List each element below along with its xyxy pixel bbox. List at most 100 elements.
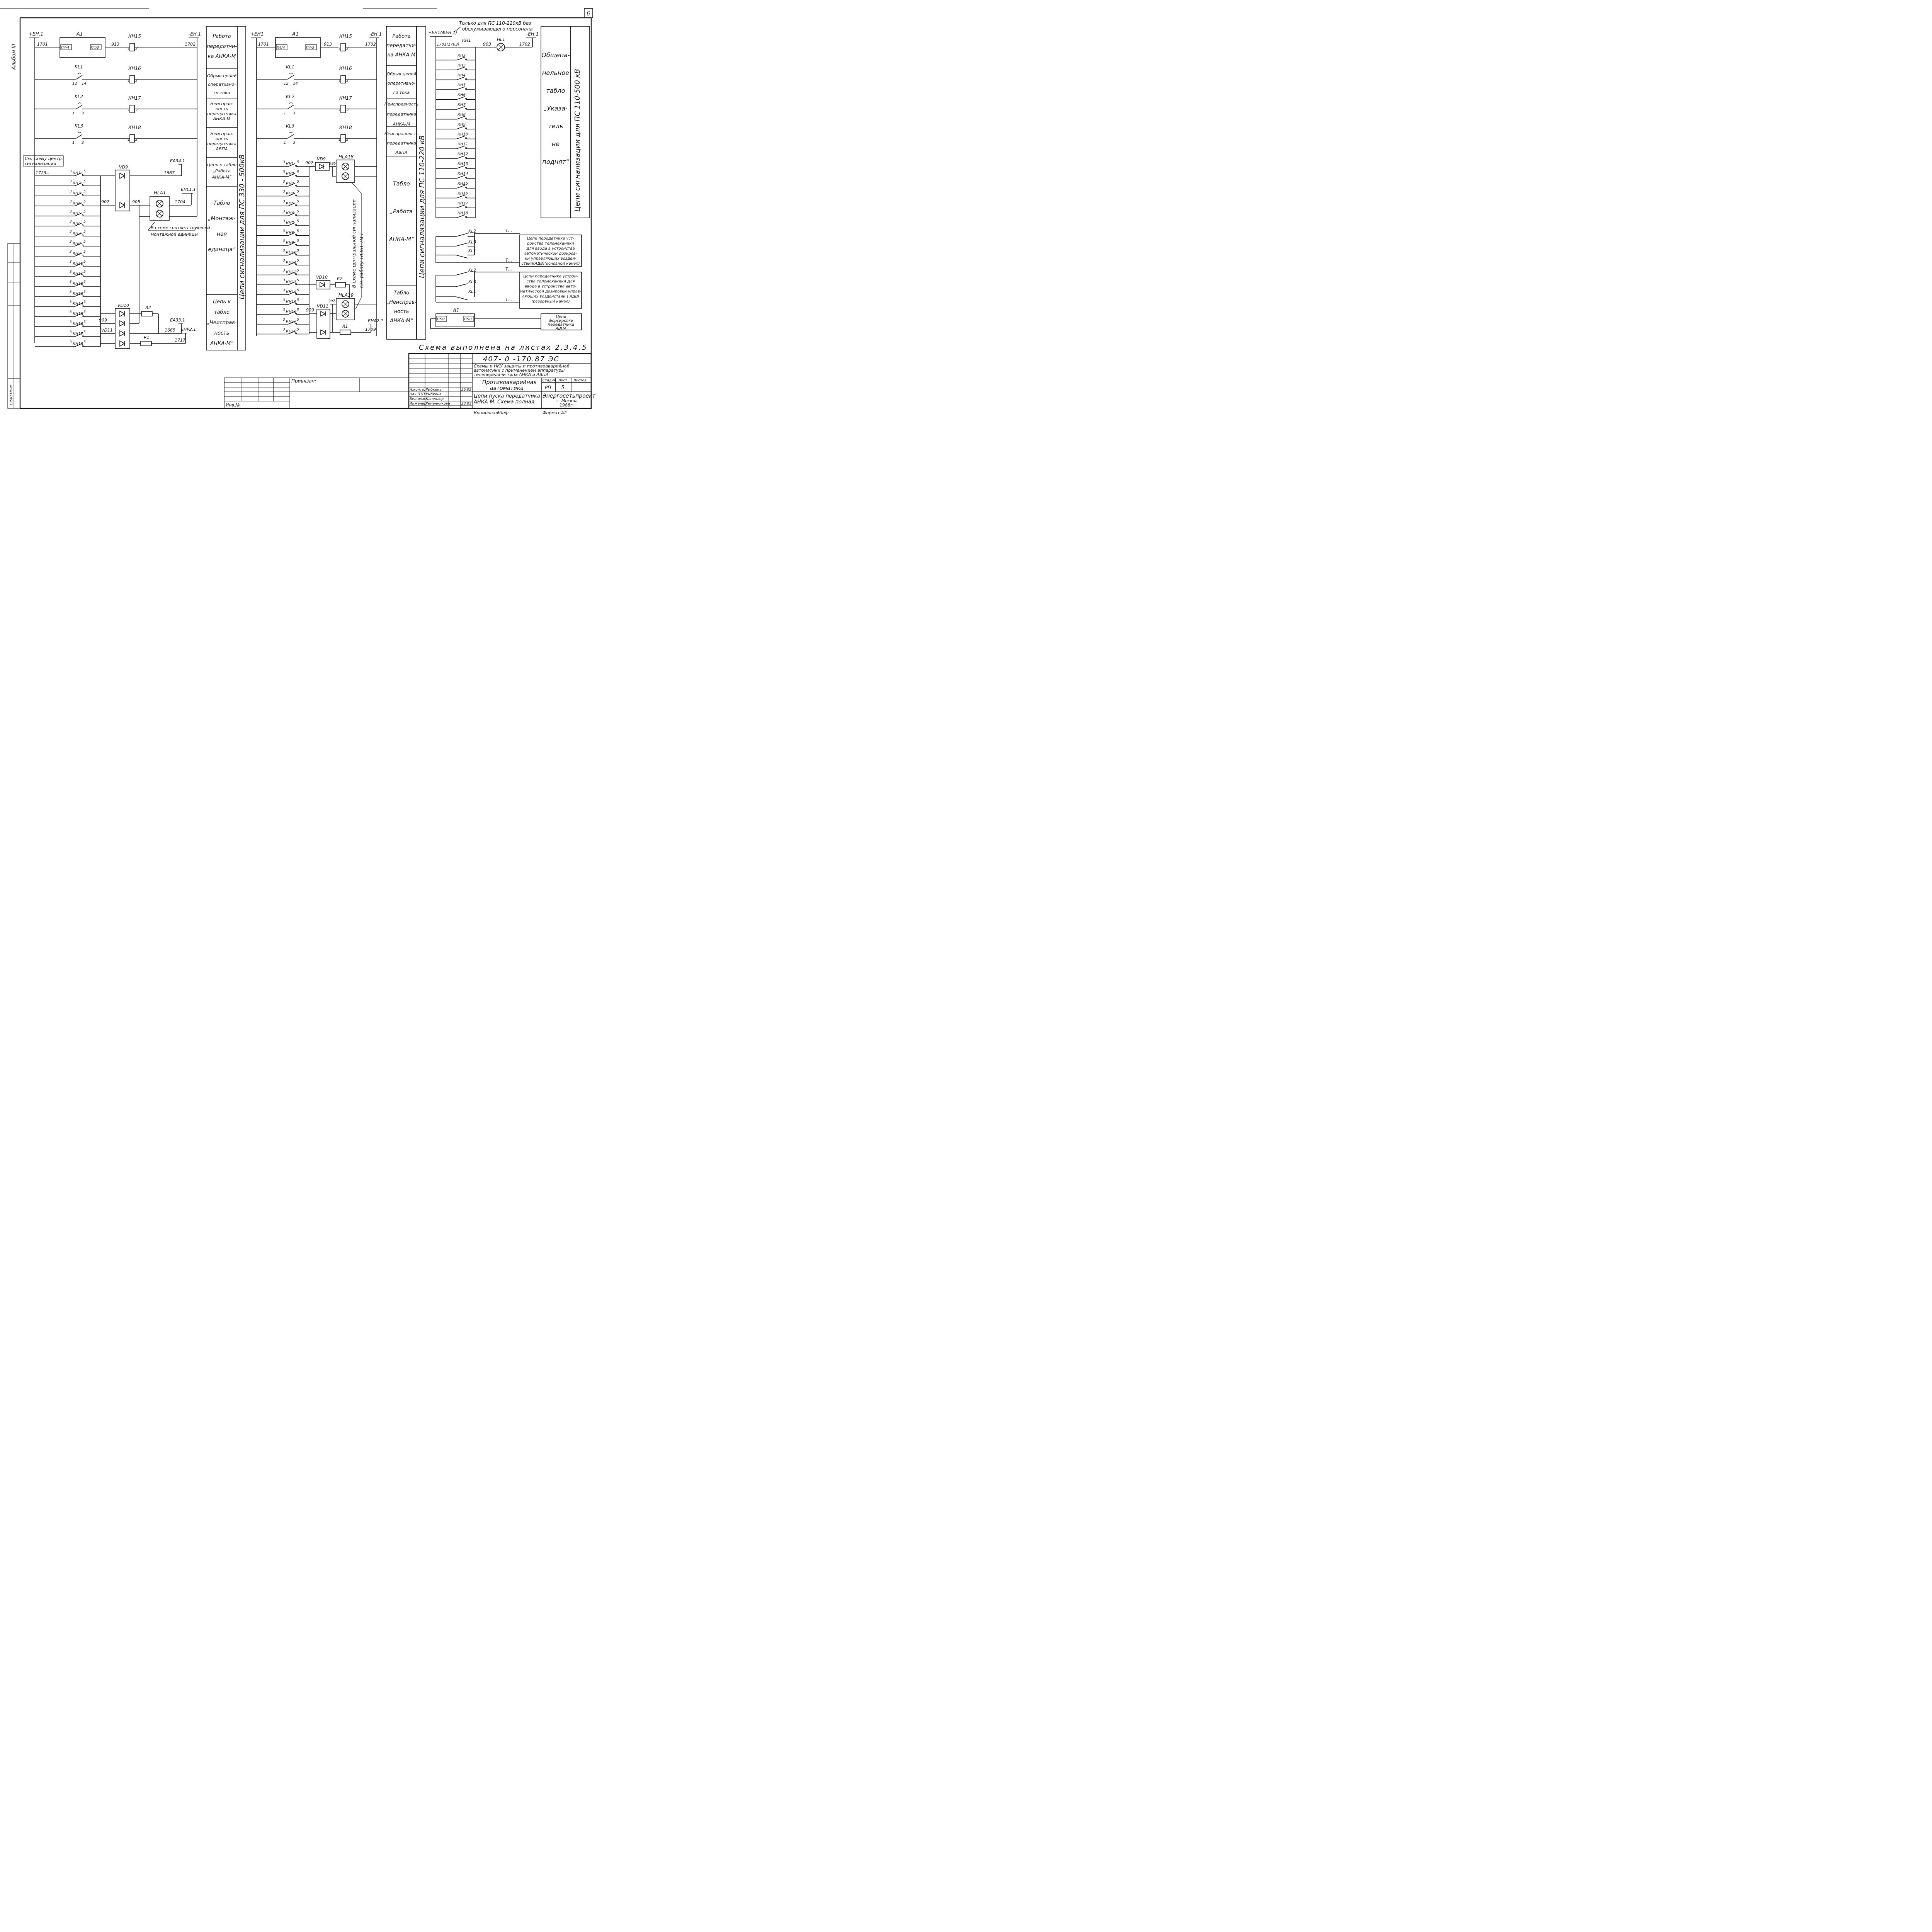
kh-pin-5: 5 xyxy=(83,290,86,294)
right-circuit: Только для ПС 110-220кВ без обслуживающе… xyxy=(428,20,539,218)
copied-label: Копировал: xyxy=(474,410,500,415)
stage-header: Стадия xyxy=(543,379,556,383)
mid-a1-pin-right: П4/3 xyxy=(306,46,315,50)
kh-pin-5: 5 xyxy=(83,180,86,184)
kh-contact-label: КН5 xyxy=(286,201,294,206)
left-cell-3-line: передатчика xyxy=(207,111,236,116)
kh-contact-label: КН11 xyxy=(286,260,296,265)
right-label-column: Цепи сигнализации для ПС 110-500 кВ xyxy=(541,26,590,218)
kh-pin-3: 3 xyxy=(283,219,285,223)
kh-pin-5: 5 xyxy=(83,280,86,284)
album-label: Альбом III xyxy=(11,44,17,70)
wire-label-1723: 1723-... xyxy=(36,170,52,175)
kh-contact-label: КН8 xyxy=(73,242,81,246)
kh-pin-3: 3 xyxy=(283,180,285,184)
kh-pin-3: 3 xyxy=(283,328,285,332)
coil-pin-label: 2 xyxy=(346,138,349,142)
kh-coil-label: КН18 xyxy=(128,125,141,130)
right-note-top-2: обслуживающего персонала xyxy=(462,26,532,32)
kl-pin-label: 14 xyxy=(293,82,298,86)
left-circuit: +ЕН.1 -ЕН.1 1701 1702 А1 П4/4 П4/3 913 xyxy=(29,31,201,343)
kh-pin-5: 5 xyxy=(83,270,86,274)
kh-pin-5: 5 xyxy=(297,269,299,273)
staff-date: 25.03 xyxy=(461,388,471,392)
stage-value: РП xyxy=(545,385,551,390)
coil-pin-label: 1 xyxy=(128,108,130,112)
mid-cell-2-line: го тока xyxy=(393,90,410,95)
right-kh-contact-label: КН15 xyxy=(457,182,468,186)
staff-role: Нач.ПТП xyxy=(410,393,425,396)
kh-contact-label: КН13 xyxy=(286,280,296,284)
right-kh-contact-label: КН6 xyxy=(457,93,466,97)
sheet-title-2: АНКА-М. Схема полная. xyxy=(473,399,536,405)
kh-pin-3: 3 xyxy=(70,180,72,184)
kh-pin-5: 5 xyxy=(83,220,86,224)
mid-r2-label: R2 xyxy=(337,276,343,281)
mid-vd10-label: VD10 xyxy=(316,275,328,280)
left-cell-4-line: передатчика xyxy=(207,141,236,146)
right-note-top-1: Только для ПС 110-220кВ без xyxy=(459,20,531,26)
left-cell-7-line: АНКА-М“ xyxy=(210,341,233,347)
left-cell-4-line: Неисправ- xyxy=(210,131,233,136)
hla18-lamp-block xyxy=(336,160,355,183)
kh-pin-5: 5 xyxy=(83,300,86,304)
kh-pin-5: 5 xyxy=(83,240,86,244)
mid-cell-3-line: передатчика xyxy=(387,112,416,117)
hla1-lamp-block xyxy=(150,196,170,221)
tm-box-line: матической дозировки управ- xyxy=(520,289,582,294)
tm1-kl3: KL3 xyxy=(468,240,476,245)
kh-contact-label: КН11 xyxy=(73,272,83,276)
coil-pin-label: 1 xyxy=(338,108,341,112)
kl-pin-label: 3 xyxy=(82,141,84,145)
wire-label-905: 905 xyxy=(132,199,140,204)
mid-cell-6-line: ность xyxy=(394,309,409,315)
tm2-kl2: KL2 xyxy=(468,268,476,273)
kh-contact-label: КН2 xyxy=(73,181,81,185)
kl-pin-label: 1 xyxy=(72,111,75,116)
kh-pin-5: 5 xyxy=(297,298,299,302)
left-cell-7-line: табло xyxy=(214,310,230,315)
left-cell-6-line: единица“ xyxy=(208,247,236,253)
kh-pin-3: 3 xyxy=(70,340,72,344)
kh-coil-label: КН18 xyxy=(339,125,352,130)
kh-pin-3: 3 xyxy=(283,200,285,204)
left-cell-2-line: Обрыв цепей xyxy=(207,73,236,78)
kh-contact-label: КН15 xyxy=(73,312,83,316)
mid-cell-1-line: передатчи- xyxy=(386,43,417,49)
org-city: г. Москва xyxy=(556,398,578,403)
right-a1-pin-left: П5/2 xyxy=(437,318,446,321)
kh-contact-label: КН14 xyxy=(73,302,83,306)
kh-contact-label: КН6 xyxy=(73,221,81,226)
document-code: 407- 0 -170.87 ЭС xyxy=(483,355,560,363)
hl1-label: HL1 xyxy=(497,37,505,42)
right-cell-line: Общепа- xyxy=(541,51,570,59)
right-kh-contact-ladder: КН2КН3КН4КН5КН6КН7КН8КН9КН10КН11КН12КН13… xyxy=(436,54,475,218)
kh-contact-label: КН16 xyxy=(73,322,83,326)
right-kh-contact-label: КН18 xyxy=(457,211,468,216)
middle-indication: VD9 907 995 HLA18 В схеме центральной си… xyxy=(305,154,383,339)
kh-pin-5: 5 xyxy=(83,170,86,173)
kh-pin-3: 3 xyxy=(283,170,285,174)
mid-vd9-label: VD9 xyxy=(317,156,326,162)
wire-label-913: 913 xyxy=(111,42,119,47)
tm-box-line: ввода в устройства авто- xyxy=(525,284,577,289)
coil-pin-label: 2 xyxy=(346,108,349,112)
kh-contact-label: КН9 xyxy=(73,252,81,256)
kh-pin-3: 3 xyxy=(70,190,72,194)
coil-pin-label: 1 xyxy=(128,138,130,142)
doc-title-3: телепередачи типа АНКА и АВПА xyxy=(474,372,548,377)
ehl11-label: ЕНL1.1 xyxy=(181,187,196,192)
electrical-schematic-sheet: 6 Альбом III 13561ТМ-III +ЕН.1 -ЕН.1 170… xyxy=(0,8,596,415)
mid-vd11-label: VD11 xyxy=(317,304,328,309)
left-cell-1-line: Работа xyxy=(213,34,231,39)
right-bus-minus: -ЕН.1 xyxy=(526,31,539,37)
coil-pin-label: 1 xyxy=(338,78,341,83)
mid-cell-1-line: Работа xyxy=(392,34,410,39)
left-cell-1-line: ка АНКА-М xyxy=(208,54,236,60)
ea33-label: ЕА33.1 xyxy=(170,318,185,323)
coil-pin-label: 1 xyxy=(338,138,341,142)
tm-box-line: АВПА xyxy=(555,327,566,331)
right-wire-1702: 1702 xyxy=(519,42,530,47)
kl-pin-label: 3 xyxy=(82,111,84,116)
right-a1-label: А1 xyxy=(452,308,459,314)
